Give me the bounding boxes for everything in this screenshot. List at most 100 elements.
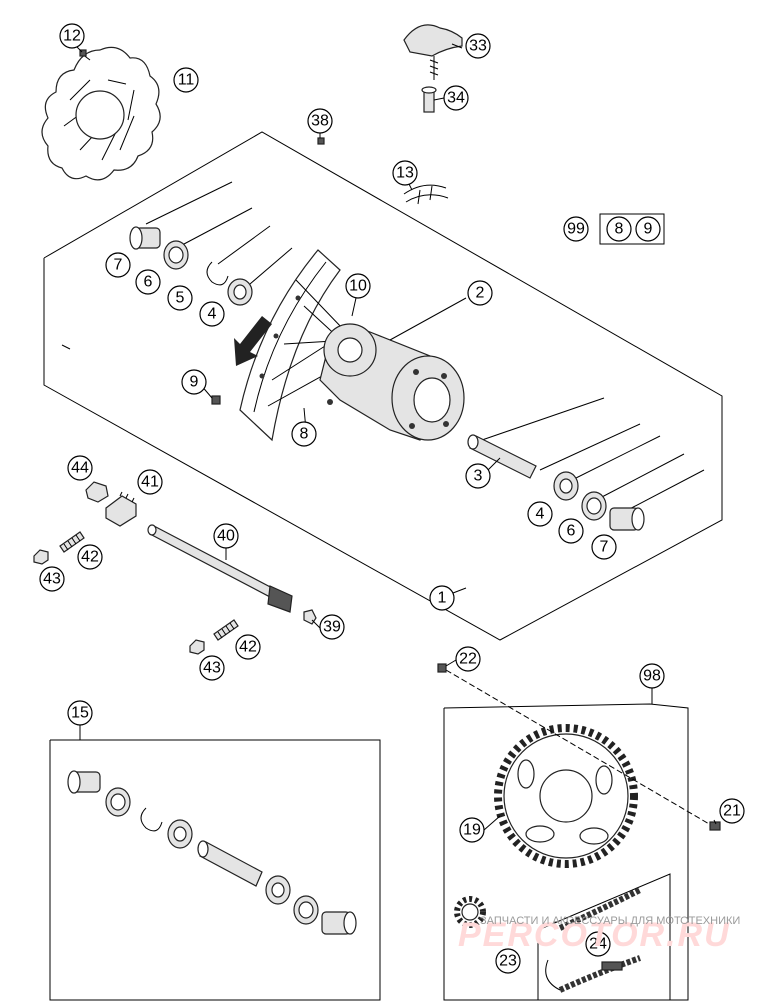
- left-bearing-stack: [129, 181, 293, 306]
- callout-10[interactable]: 10: [345, 273, 371, 299]
- svg-text:2: 2: [476, 285, 485, 302]
- callout-13[interactable]: 13: [392, 160, 418, 186]
- spacer-bolt: [421, 86, 437, 113]
- callout-15[interactable]: 15: [67, 700, 93, 726]
- rear-sprocket: [494, 724, 638, 868]
- callout-23[interactable]: 23: [495, 948, 521, 974]
- callout-6-right[interactable]: 6: [558, 518, 584, 544]
- svg-text:3: 3: [474, 468, 483, 485]
- svg-text:1: 1: [438, 590, 447, 607]
- svg-text:99: 99: [567, 221, 585, 238]
- callout-1[interactable]: 1: [429, 585, 455, 611]
- svg-text:34: 34: [447, 90, 465, 107]
- svg-text:12: 12: [63, 28, 81, 45]
- callout-8[interactable]: 8: [291, 421, 317, 447]
- lock-nut-right: [189, 639, 205, 655]
- svg-text:13: 13: [396, 165, 414, 182]
- adjusting-screw-right: [213, 619, 239, 641]
- svg-text:98: 98: [643, 668, 661, 685]
- callout-2[interactable]: 2: [467, 280, 493, 306]
- callout-8-kit[interactable]: 8: [606, 216, 632, 242]
- valve-cap: [317, 137, 325, 145]
- callout-7-right[interactable]: 7: [591, 534, 617, 560]
- rotation-arrow: [234, 316, 272, 366]
- svg-text:5: 5: [176, 290, 185, 307]
- right-bearing-stack: [467, 397, 705, 531]
- svg-text:11: 11: [178, 72, 195, 89]
- callout-22[interactable]: 22: [455, 646, 481, 672]
- callout-4-left[interactable]: 4: [199, 301, 225, 327]
- hub: [319, 323, 465, 441]
- callout-98[interactable]: 98: [639, 663, 665, 689]
- svg-text:44: 44: [71, 460, 89, 477]
- svg-text:PERCOTOR.RU: PERCOTOR.RU: [458, 916, 731, 954]
- callout-44[interactable]: 44: [67, 455, 93, 481]
- callout-6-left[interactable]: 6: [135, 269, 161, 295]
- svg-text:42: 42: [81, 549, 99, 566]
- callout-38[interactable]: 38: [307, 108, 333, 134]
- chain: [545, 887, 642, 993]
- callout-42-right[interactable]: 42: [235, 634, 261, 660]
- svg-text:41: 41: [141, 474, 159, 491]
- callout-7-left[interactable]: 7: [105, 252, 131, 278]
- svg-text:8: 8: [300, 426, 309, 443]
- svg-text:8: 8: [615, 221, 624, 238]
- callout-34[interactable]: 34: [443, 85, 469, 111]
- callout-9-kit[interactable]: 9: [635, 216, 661, 242]
- svg-text:42: 42: [239, 639, 257, 656]
- svg-text:7: 7: [114, 257, 123, 274]
- svg-text:39: 39: [323, 619, 341, 636]
- svg-text:6: 6: [144, 274, 153, 291]
- callout-41[interactable]: 41: [137, 469, 163, 495]
- front-sprocket: [454, 896, 486, 928]
- svg-text:43: 43: [43, 571, 61, 588]
- svg-text:6: 6: [567, 523, 576, 540]
- rim: [239, 249, 355, 442]
- svg-text:22: 22: [459, 651, 477, 668]
- sprocket-kit-frame: [443, 688, 689, 1001]
- adjusting-screw-left: [59, 531, 85, 553]
- callout-99[interactable]: 99: [563, 216, 589, 242]
- rim-tape: [403, 184, 449, 205]
- wheel-assembly-frame: [43, 131, 723, 641]
- kit-box: [599, 213, 665, 245]
- callout-43-right[interactable]: 43: [199, 655, 225, 681]
- svg-text:23: 23: [499, 953, 517, 970]
- chain-master-link: [601, 961, 623, 971]
- svg-text:4: 4: [536, 506, 545, 523]
- callout-39[interactable]: 39: [319, 614, 345, 640]
- svg-text:33: 33: [469, 38, 487, 55]
- callout-33[interactable]: 33: [465, 33, 491, 59]
- axle: [147, 524, 293, 613]
- callout-12[interactable]: 12: [59, 23, 85, 49]
- svg-text:9: 9: [190, 374, 199, 391]
- callout-43-left[interactable]: 43: [39, 566, 65, 592]
- svg-text:4: 4: [208, 306, 217, 323]
- watermark: PERCOTOR.RU ЗАПЧАСТИ И АКСЕССУАРЫ ДЛЯ МО…: [458, 915, 740, 954]
- svg-text:21: 21: [723, 803, 741, 820]
- callout-3[interactable]: 3: [465, 463, 491, 489]
- callout-11[interactable]: 11: [173, 67, 199, 93]
- spoke-nipple: [211, 395, 221, 405]
- svg-text:10: 10: [349, 278, 367, 295]
- axle-nut: [85, 481, 109, 503]
- svg-text:19: 19: [463, 822, 481, 839]
- hub-assembly-frame: [49, 724, 381, 1001]
- callout-9[interactable]: 9: [181, 369, 207, 395]
- svg-text:7: 7: [600, 539, 609, 556]
- svg-text:38: 38: [311, 113, 329, 130]
- callout-24[interactable]: 24: [585, 931, 611, 957]
- chain-adjuster: [105, 491, 137, 527]
- chain-kit-frame: [537, 873, 671, 1001]
- callout-21[interactable]: 21: [719, 798, 745, 824]
- svg-text:9: 9: [644, 221, 653, 238]
- callout-40[interactable]: 40: [213, 523, 239, 549]
- callout-42-left[interactable]: 42: [77, 544, 103, 570]
- callout-4-right[interactable]: 4: [527, 501, 553, 527]
- svg-text:15: 15: [71, 705, 89, 722]
- svg-text:24: 24: [589, 936, 607, 953]
- callout-5[interactable]: 5: [167, 285, 193, 311]
- svg-text:40: 40: [217, 528, 235, 545]
- callout-19[interactable]: 19: [459, 817, 485, 843]
